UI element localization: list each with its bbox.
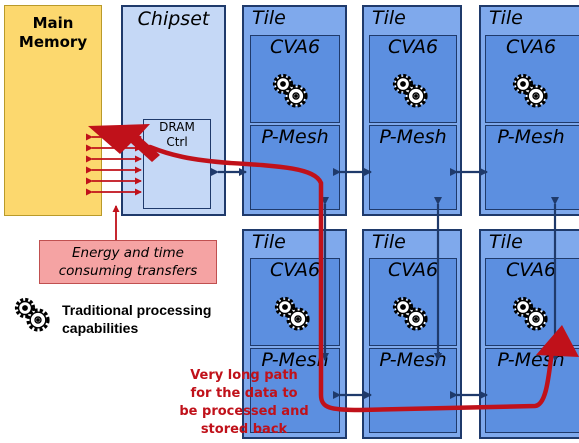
cva6-label: CVA6 [269,36,321,58]
gears-icon [392,296,428,331]
energy-transfers-callout: Energy and time consuming transfers [39,240,217,284]
pmesh-label: P-Mesh [379,126,447,148]
data-path-start-arrowhead [88,124,160,162]
pmesh-label: P-Mesh [261,126,329,148]
chipset-label: Chipset [137,8,210,30]
cva6-label: CVA6 [387,259,439,281]
main-memory-block: Main Memory [4,5,102,216]
cva6-label: CVA6 [387,36,439,58]
tile-label: Tile [489,7,523,29]
cva6-label: CVA6 [505,259,557,281]
pmesh-label: P-Mesh [497,126,565,148]
pmesh-router-3: P-Mesh [250,348,340,433]
long-path-note: Very long path for the data to be proces… [179,368,309,437]
gears-icon [274,296,310,331]
gears-icon [272,73,308,108]
data-path-end-arrowhead [536,325,579,357]
tile-label: Tile [489,231,523,253]
tile-label: Tile [252,231,286,253]
gears-icon [512,73,548,108]
tile-label: Tile [372,231,406,253]
data-path [88,124,579,413]
legend-gears-icon [14,297,50,332]
pmesh-label: P-Mesh [379,349,447,371]
cva6-label: CVA6 [269,259,321,281]
pmesh-router-2: P-Mesh [485,125,579,210]
tile-label: Tile [252,7,286,29]
tile-label: Tile [372,7,406,29]
energy-transfers-text: Energy and time consuming transfers [58,245,198,279]
cva6-core-0: CVA6 [250,35,340,123]
legend-label: Traditional processing capabilities [62,302,212,336]
dram-controller-label: DRAM Ctrl [159,120,195,149]
main-memory-label: Main Memory [18,14,88,51]
pmesh-label: P-Mesh [261,349,329,371]
dram-controller-block: DRAM Ctrl [143,119,211,209]
cva6-core-2: CVA6 [485,35,579,123]
gears-icon [392,73,428,108]
cva6-label: CVA6 [505,36,557,58]
pmesh-router-4: P-Mesh [369,348,457,433]
cva6-core-1: CVA6 [369,35,457,123]
cva6-core-4: CVA6 [369,258,457,346]
gears-icon [512,296,548,331]
pmesh-router-1: P-Mesh [369,125,457,210]
